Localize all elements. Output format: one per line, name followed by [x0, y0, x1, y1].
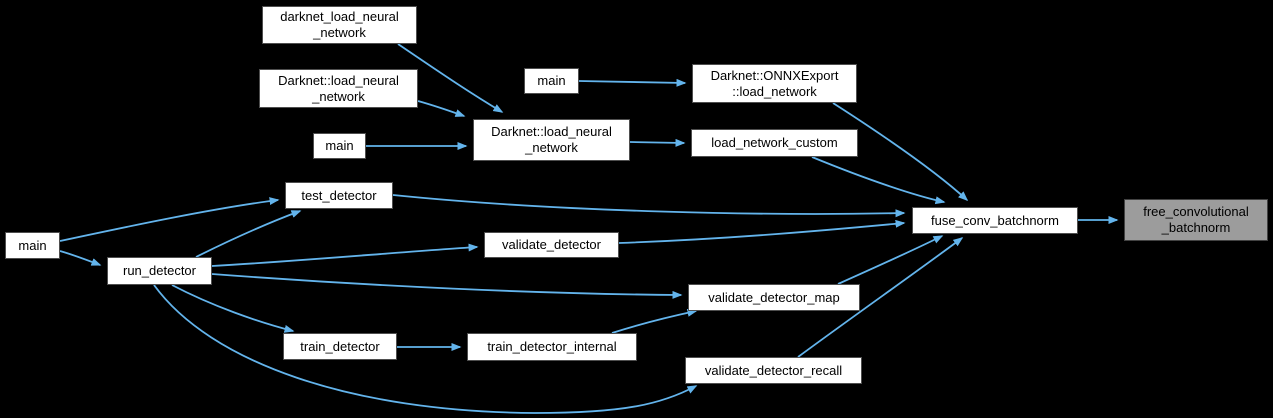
- node-validate-detector-map[interactable]: validate_detector_map: [688, 284, 860, 311]
- node-validate-detector-recall[interactable]: validate_detector_recall: [685, 357, 862, 384]
- node-label: test_detector: [301, 187, 377, 203]
- edge-run_detector-to-train_detector: [171, 284, 295, 333]
- node-run-detector[interactable]: run_detector: [107, 257, 212, 285]
- node-validate-detector[interactable]: validate_detector: [484, 232, 619, 258]
- edge-validate_detector-to-fuse_conv_batchnorm: [618, 219, 906, 244]
- node-label: main: [325, 138, 354, 154]
- node-label: Darknet::load_neural _network: [278, 72, 399, 104]
- node-train-detector-internal[interactable]: train_detector_internal: [467, 333, 637, 361]
- node-label: darknet_load_neural _network: [280, 9, 399, 40]
- node-free-convolutional-batchnorm: free_convolutional _batchnorm: [1124, 199, 1268, 241]
- edge-train_detector_internal-to-validate_detector_map: [611, 308, 698, 334]
- edge-run_detector-to-test_detector: [195, 210, 302, 258]
- node-main-onnx[interactable]: main: [524, 68, 579, 94]
- node-darknet-load-neural-network[interactable]: darknet_load_neural _network: [262, 6, 417, 44]
- node-main-load[interactable]: main: [313, 133, 366, 159]
- edge-darknet_ns_load_neural_network-to-load_network_custom: [629, 138, 686, 147]
- edge-main_onnx-to-darknet_onnxexport_load_network: [578, 78, 687, 87]
- edge-validate_detector_recall-to-fuse_conv_batchnorm: [797, 237, 964, 358]
- node-label: train_detector_internal: [487, 339, 617, 355]
- node-label: fuse_conv_batchnorm: [931, 212, 1059, 228]
- node-label: Darknet::ONNXExport ::load_network: [710, 67, 839, 99]
- node-load-network-custom[interactable]: load_network_custom: [691, 129, 858, 157]
- node-label: run_detector: [123, 263, 196, 279]
- node-train-detector[interactable]: train_detector: [283, 333, 397, 360]
- edge-run_detector-to-validate_detector_map: [211, 273, 683, 299]
- edge-validate_detector_map-to-fuse_conv_batchnorm: [837, 235, 944, 285]
- node-label: Darknet::load_neural _network: [491, 124, 612, 155]
- node-test-detector[interactable]: test_detector: [285, 182, 393, 209]
- edge-darknet_load_neural_network-to-darknet_ns_load_neural_network: [397, 43, 504, 113]
- edge-darknet_ns_load_neural_network_caller-to-darknet_ns_load_neural_network: [417, 100, 466, 117]
- node-label: main: [537, 73, 566, 89]
- node-label: validate_detector: [501, 237, 601, 253]
- edge-test_detector-to-fuse_conv_batchnorm: [392, 194, 906, 218]
- node-darknet-ns-load-neural-network[interactable]: Darknet::load_neural _network: [473, 119, 630, 161]
- node-label: validate_detector_recall: [704, 362, 843, 378]
- node-label: validate_detector_map: [708, 289, 840, 305]
- edge-run_detector-to-validate_detector_recall: [153, 284, 698, 414]
- node-label: free_convolutional _batchnorm: [1143, 204, 1249, 235]
- node-darknet-onnxexport-load-network[interactable]: Darknet::ONNXExport ::load_network: [692, 64, 857, 103]
- node-label: load_network_custom: [711, 135, 838, 151]
- edge-run_detector-to-validate_detector: [211, 243, 479, 267]
- edge-main_detector-to-run_detector: [59, 250, 102, 266]
- node-label: train_detector: [300, 338, 380, 354]
- edge-main_detector-to-test_detector: [59, 197, 280, 242]
- edge-darknet_onnxexport_load_network-to-fuse_conv_batchnorm: [832, 102, 969, 202]
- node-fuse-conv-batchnorm[interactable]: fuse_conv_batchnorm: [912, 207, 1078, 234]
- edge-load_network_custom-to-fuse_conv_batchnorm: [811, 156, 946, 205]
- node-main-detector[interactable]: main: [5, 232, 60, 259]
- node-darknet-ns-load-neural-network-caller[interactable]: Darknet::load_neural _network: [259, 69, 418, 108]
- node-label: main: [18, 237, 47, 253]
